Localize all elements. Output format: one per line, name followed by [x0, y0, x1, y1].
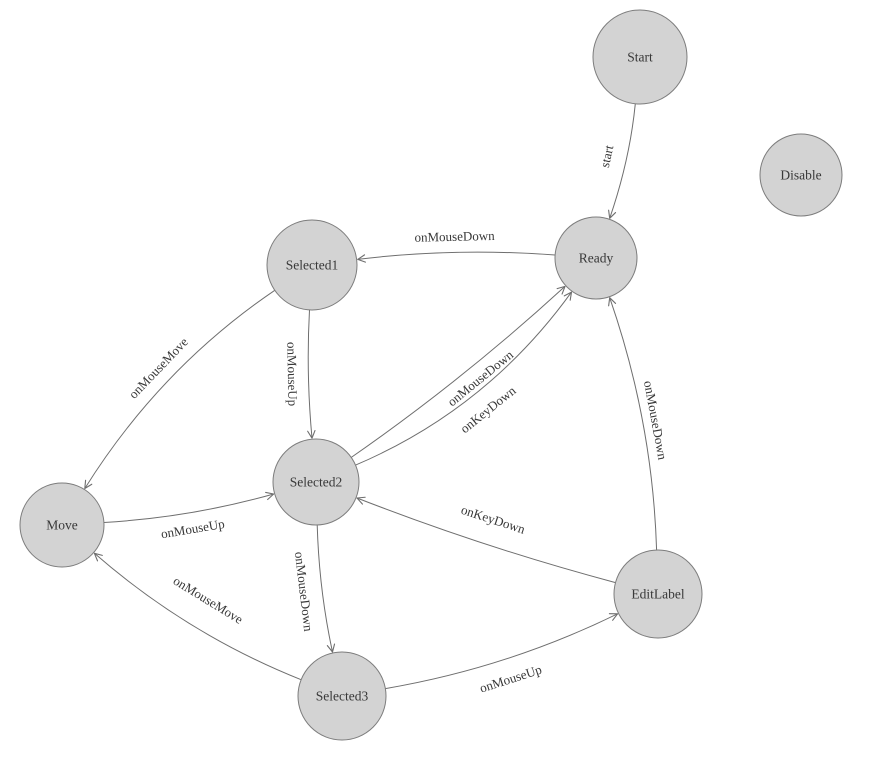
node-label-disable: Disable — [780, 168, 821, 183]
edge-selected1-move-onmousemove[interactable] — [84, 289, 276, 490]
node-label-start: Start — [627, 50, 653, 65]
edge-label-ready-selected1-onmousedown: onMouseDown — [414, 228, 495, 245]
edge-label-start-ready-start: start — [597, 143, 617, 168]
node-label-editlabel: EditLabel — [631, 587, 684, 602]
edge-label-editlabel-ready-onmousedown: onMouseDown — [641, 379, 670, 461]
edge-selected2-ready-onmousedown[interactable] — [351, 285, 566, 458]
edge-ready-selected1-onmousedown[interactable] — [357, 251, 556, 263]
edge-label-move-selected2-onmouseup: onMouseUp — [160, 516, 226, 541]
edge-selected2-selected3-onmousedown[interactable] — [316, 524, 336, 653]
edge-label-selected2-selected3-onmousedown: onMouseDown — [292, 551, 316, 633]
edge-label-editlabel-selected2-onkeydown: onKeyDown — [459, 502, 527, 537]
node-start[interactable]: Start — [592, 9, 688, 105]
edge-selected3-editlabel-onmouseup[interactable] — [385, 613, 619, 690]
edge-move-selected2-onmouseup[interactable] — [103, 491, 275, 523]
node-label-ready: Ready — [579, 251, 614, 266]
node-circle-editlabel[interactable] — [613, 549, 703, 639]
node-ready[interactable]: Ready — [554, 216, 638, 300]
node-circle-move[interactable] — [19, 482, 105, 568]
edge-editlabel-ready-onmousedown[interactable] — [608, 297, 658, 551]
node-circle-start[interactable] — [592, 9, 688, 105]
node-label-selected3: Selected3 — [316, 689, 369, 704]
node-label-move: Move — [46, 518, 78, 533]
node-label-selected1: Selected1 — [286, 258, 338, 273]
node-editlabel[interactable]: EditLabel — [613, 549, 703, 639]
edge-editlabel-selected2-onkeydown[interactable] — [356, 496, 616, 584]
node-circle-disable[interactable] — [759, 133, 843, 217]
node-circle-selected2[interactable] — [272, 438, 360, 526]
edge-selected1-selected2-onmouseup[interactable] — [307, 309, 316, 439]
edge-selected2-ready-onkeydown[interactable] — [355, 291, 573, 466]
edge-label-selected1-selected2-onmouseup: onMouseUp — [284, 342, 300, 407]
node-label-selected2: Selected2 — [290, 475, 342, 490]
edge-label-selected3-editlabel-onmouseup: onMouseUp — [478, 662, 544, 696]
node-selected3[interactable]: Selected3 — [297, 651, 387, 741]
node-selected2[interactable]: Selected2 — [272, 438, 360, 526]
node-move[interactable]: Move — [19, 482, 105, 568]
node-circle-ready[interactable] — [554, 216, 638, 300]
node-disable[interactable]: Disable — [759, 133, 843, 217]
edge-selected3-move-onmousemove[interactable] — [93, 552, 302, 681]
node-circle-selected3[interactable] — [297, 651, 387, 741]
node-circle-selected1[interactable] — [266, 219, 358, 311]
edge-start-ready-start[interactable] — [608, 103, 636, 219]
node-selected1[interactable]: Selected1 — [266, 219, 358, 311]
